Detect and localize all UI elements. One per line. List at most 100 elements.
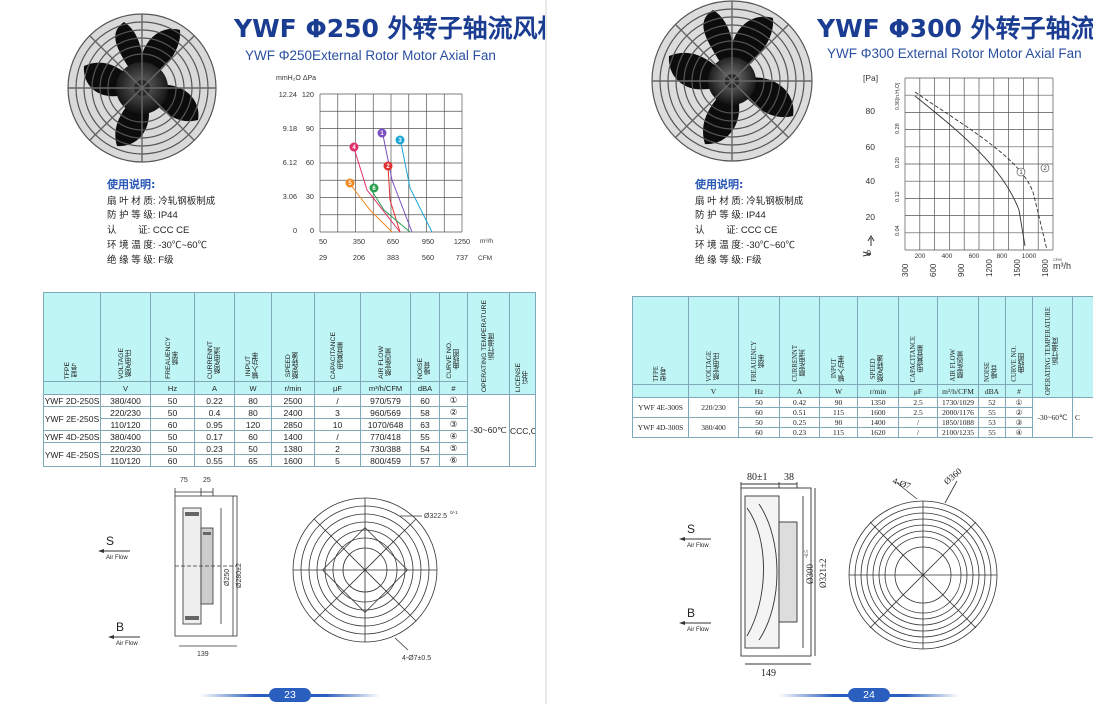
y-tick-pa: 120	[302, 90, 314, 99]
y-tick-in: 0.04	[895, 225, 901, 236]
performance-chart: [Pa] 0.36[in.H₂O] 80 60 40 20 0 0.28 0.2…	[862, 73, 1071, 277]
curve-marker-label: 5	[348, 181, 352, 187]
curve-marker-label: 6	[372, 186, 376, 192]
unit-cell: #	[439, 381, 468, 395]
unit-cell	[632, 384, 689, 398]
dim-label: 38	[784, 472, 794, 483]
header-cell: AIR FLOW 额定风量	[360, 292, 411, 382]
x-tick-m3h: 800	[997, 253, 1008, 260]
header-cell: CURRENNT 额定电流	[194, 292, 235, 382]
spec-row: 防 护 等 级: IP44	[695, 210, 766, 222]
header-cell: SPEED 额定转速	[271, 292, 315, 382]
dim-label: Ø250	[224, 569, 231, 586]
x-tick-m3h: 50	[319, 237, 327, 246]
y-tick-pa: 20	[866, 212, 876, 222]
unit-cell: V	[100, 381, 151, 395]
usage-notes-heading: 使用说明:	[107, 178, 156, 191]
header-cell: TFPE 型号	[632, 296, 689, 385]
spec-row: 认 证: CCC CE	[107, 225, 190, 237]
x-tick-cfm: 560	[422, 253, 434, 262]
curve-marker-label: 1	[1019, 170, 1023, 176]
unit-cell: μF	[898, 384, 938, 398]
dim-label: 80±1	[747, 472, 768, 483]
chart-grid	[904, 77, 1054, 251]
op-temp-cell: -30~60℃	[1032, 397, 1073, 438]
license-cell: C	[1072, 397, 1093, 438]
x-unit-cfm: CFM	[1053, 257, 1062, 262]
airflow-b-label: B Air Flow	[679, 606, 711, 633]
arrow-left-icon	[98, 549, 130, 553]
unit-cell: r/min	[271, 381, 315, 395]
dim-label: Ø321±2	[818, 559, 828, 588]
curve-line	[346, 179, 393, 233]
curve-marker-label: 3	[398, 138, 402, 144]
spec-row: 环 境 温 度: -30℃~60℃	[107, 239, 208, 251]
usage-notes: 使用说明: 扇 叶 材 质: 冷轧钢板制成 防 护 等 级: IP44 认 证:…	[695, 178, 803, 268]
y-tick-pa: 30	[306, 192, 314, 201]
curve-marker-label: 1	[380, 131, 384, 137]
curve-line	[369, 187, 411, 233]
x-tick-m3h: 1250	[454, 237, 470, 246]
usage-notes: 使用说明: 扇 叶 材 质: 冷轧钢板制成 防 护 等 级: IP44 认 证:…	[107, 178, 215, 268]
header-cell: CURRENNT 额定电流	[779, 296, 820, 385]
dim-label: 25	[203, 477, 211, 484]
x-tick-cfm: 737	[456, 253, 468, 262]
curve-line	[914, 91, 1048, 251]
x-tick-cfm: 1800	[1041, 259, 1050, 277]
x-tick-m3h: 650	[387, 237, 399, 246]
x-tick-cfm: 29	[319, 253, 327, 262]
airflow-s-label: S Air Flow	[679, 522, 711, 549]
curve-marker	[395, 135, 405, 145]
header-cell: NOISE 噪音	[410, 292, 440, 382]
header-cell: FREAUENCY 频率	[738, 296, 780, 385]
dim-label: 75	[180, 477, 188, 484]
y-tick-pa: 40	[866, 176, 876, 186]
dim-label: Ø360	[942, 466, 964, 487]
unit-cell: V	[688, 384, 739, 398]
dim-label: 139	[197, 651, 209, 658]
header-cell: INPUT 输入功率	[234, 292, 272, 382]
fan-photo	[67, 13, 217, 163]
unit-cell: m³/h/CFM	[360, 381, 411, 395]
arrow-left-icon	[679, 621, 711, 625]
x-tick-m3h: 950	[422, 237, 434, 246]
curve-marker	[383, 161, 393, 171]
spec-table: TFPE 型号 VOLTAGE 额定电压 FREAUENCY 频率 CURREN…	[632, 296, 1093, 438]
dim-label: Ø322.5	[424, 513, 447, 520]
page-title: YWF Φ300 外转子轴流风机	[817, 14, 1093, 43]
curve-marker	[349, 142, 359, 152]
header-cell: INPUT 输入功率	[819, 296, 858, 385]
unit-cell: A	[194, 381, 235, 395]
curve-line	[381, 129, 413, 233]
page-number-bar: 24	[779, 688, 959, 702]
dim-label: Ø280±2	[236, 563, 243, 588]
catalog-page-24: YWF Φ300 外转子轴流风机 YWF Φ300 External Rotor…	[547, 0, 1093, 704]
spec-row: 绝 缘 等 级: F级	[695, 254, 762, 266]
header-cell: FREAUENCY 频率	[150, 292, 195, 382]
fan-photo	[651, 0, 813, 162]
y-tick-mm: 0	[293, 226, 297, 235]
front-view-drawing: 4-Ø7 Ø360	[848, 466, 998, 650]
header-cell	[1072, 296, 1093, 398]
header-cell: SPEED 额定转速	[857, 296, 899, 385]
unit-cell: W	[234, 381, 272, 395]
unit-cell: dBA	[978, 384, 1006, 398]
x-tick-m3h: 200	[915, 253, 926, 260]
unit-cell: Hz	[150, 381, 195, 395]
y-tick-pa: 60	[866, 142, 876, 152]
page-subtitle: YWF Φ250External Rotor Motor Axial Fan	[245, 48, 496, 63]
front-view-drawing: Ø322.5 0/-1 4-Ø7±0.5	[292, 497, 458, 662]
unit-cell: dBA	[410, 381, 440, 395]
spec-table: TFPE 型号 VOLTAGE 额定电压 FREAUENCY 频率 CURREN…	[43, 292, 536, 467]
arrow-left-icon	[108, 635, 140, 639]
x-tick-cfm: 383	[387, 253, 399, 262]
airflow-s-label: S Air Flow	[98, 534, 130, 561]
y-tick-mm: 9.18	[283, 124, 297, 133]
